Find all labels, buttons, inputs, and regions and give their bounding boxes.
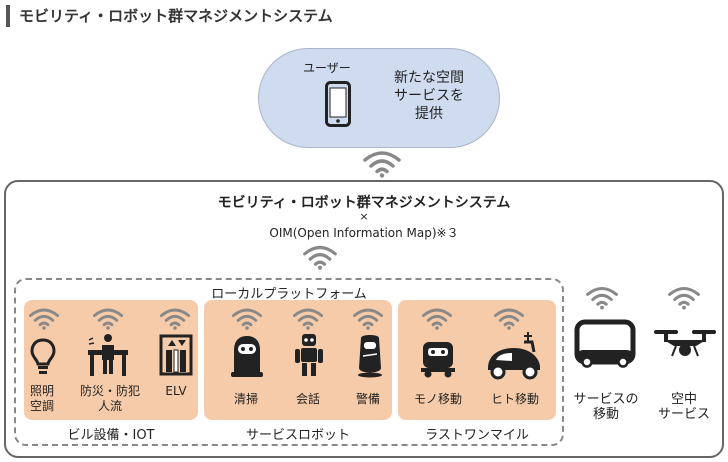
wifi-icon xyxy=(352,306,384,330)
service-line: 新たな空間 xyxy=(394,70,464,86)
wifi-icon xyxy=(231,306,263,330)
system-subtitle: OIM(Open Information Map)※３ xyxy=(269,226,459,240)
personal-mobility-icon xyxy=(488,332,540,380)
cleaning-robot-icon xyxy=(231,336,263,377)
delivery-robot-icon xyxy=(421,342,455,378)
item-label: サービスの 移動 xyxy=(573,392,639,422)
wifi-icon xyxy=(585,284,619,310)
item-label: 防災・防犯 人流 xyxy=(79,384,140,413)
lightbulb-icon xyxy=(30,338,56,374)
system-cross: × xyxy=(359,210,369,223)
smartphone-icon xyxy=(325,81,351,127)
wifi-icon xyxy=(362,148,402,178)
drone-icon xyxy=(654,330,716,357)
group-label: サービスロボット xyxy=(245,428,350,443)
item-label: 警備 xyxy=(355,392,380,406)
group-label: ラストワンマイル xyxy=(425,428,529,443)
system-title: モビリティ・ロボット群マネジメントシステム xyxy=(217,195,511,211)
wifi-icon xyxy=(159,306,191,330)
wifi-icon xyxy=(92,306,124,330)
item-label: モノ移動 xyxy=(413,392,462,406)
item-label: ELV xyxy=(165,384,187,398)
page-title: モビリティ・ロボット群マネジメントシステム xyxy=(6,5,333,27)
elevator-icon xyxy=(159,334,193,376)
item-label: ヒト移動 xyxy=(490,392,539,406)
security-gate-icon xyxy=(88,334,128,376)
service-description: 新たな空間 サービスを 提供 xyxy=(379,69,479,123)
item-label: 空中 サービス xyxy=(657,392,710,422)
wifi-icon xyxy=(667,284,701,310)
service-line: サービスを xyxy=(394,88,464,104)
item-label: 会話 xyxy=(295,392,320,406)
mobility-vehicle-icon xyxy=(574,319,636,368)
local-platform-title: ローカルプラットフォーム xyxy=(211,287,367,302)
wifi-icon xyxy=(302,243,338,270)
user-bubble: ユーザー 新たな空間 サービスを 提供 xyxy=(258,48,500,148)
wifi-icon xyxy=(292,306,324,330)
wifi-icon xyxy=(28,306,60,330)
item-label: 照明 空調 xyxy=(29,384,54,413)
wifi-icon xyxy=(421,306,453,330)
group-label: ビル設備・IOT xyxy=(67,428,155,443)
service-line: 提供 xyxy=(415,106,443,122)
item-label: 清掃 xyxy=(233,392,258,406)
local-platform-box xyxy=(14,278,564,446)
user-label: ユーザー xyxy=(303,61,351,75)
humanoid-robot-icon xyxy=(295,334,323,376)
wifi-icon xyxy=(493,306,525,330)
security-robot-icon xyxy=(358,335,382,378)
